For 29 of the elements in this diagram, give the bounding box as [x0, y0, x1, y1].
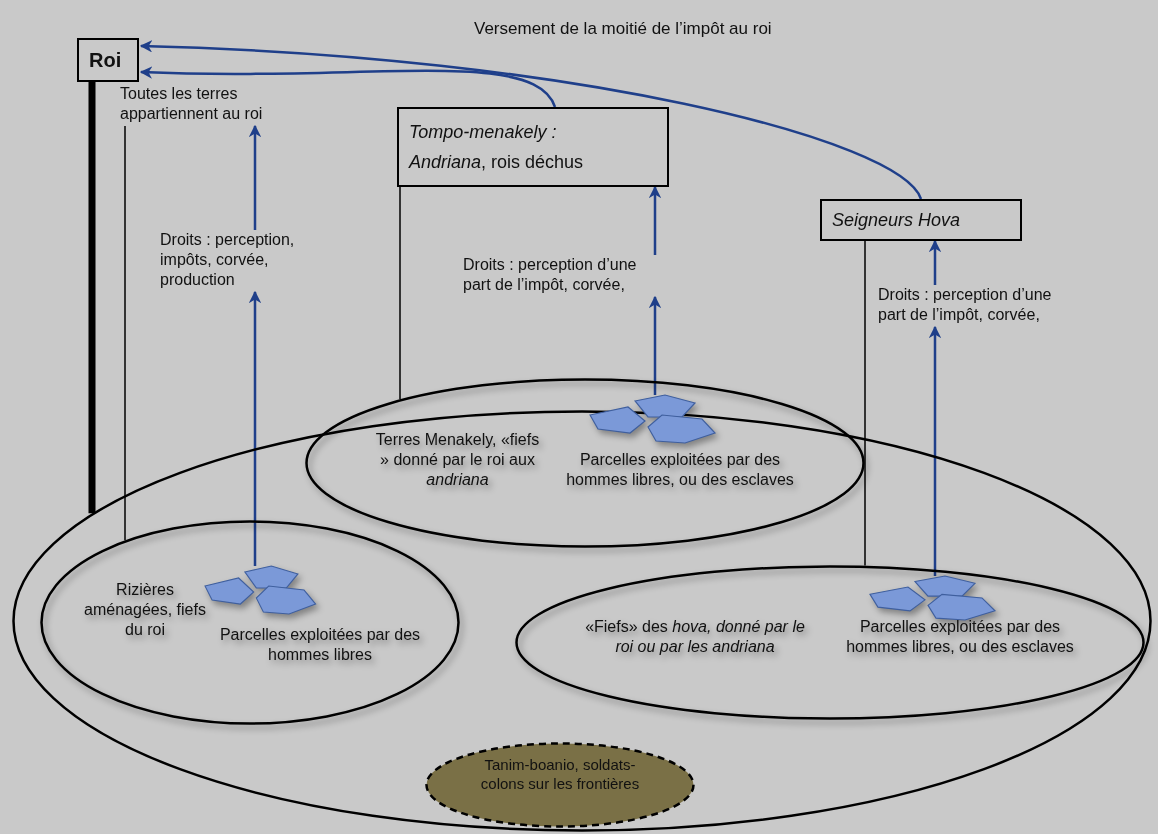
arrow	[248, 290, 262, 566]
domain-ellipse	[425, 742, 695, 828]
domain-ellipse	[40, 520, 460, 725]
ellipse-text: Parcelles exploitées par des hommes libres, ou des esclaves	[565, 450, 795, 490]
arrow	[248, 124, 262, 230]
rights-text: Droits : perception d’une part de l’impôt, corvée,	[463, 255, 668, 297]
rights-text: Droits : perception, impôts, corvée, production	[160, 230, 318, 292]
domain-ellipse	[305, 378, 865, 548]
arrow	[928, 239, 942, 285]
connector-line	[399, 186, 401, 400]
label-box: Seigneurs Hova	[820, 199, 1022, 241]
ellipse-text: Parcelles exploitées par des hommes libres	[218, 625, 422, 665]
arrow	[648, 185, 662, 255]
domain-ellipse	[515, 565, 1145, 720]
ellipse-text: Rizières aménagées, fiefs du roi	[83, 580, 207, 640]
connector-line	[124, 125, 126, 541]
arrow	[139, 40, 922, 200]
rights-text: Toutes les terres appartiennent au roi	[120, 84, 285, 126]
ellipse-text: Parcelles exploitées par des hommes libres, ou des esclaves	[845, 617, 1075, 657]
arrow	[139, 66, 557, 108]
rights-text: Droits : perception d’une part de l’impôt, corvée,	[878, 285, 1083, 327]
arrow	[928, 325, 942, 576]
ellipse-text: Terres Menakely, «fiefs » donné par le roi aux andriana	[374, 430, 541, 490]
kingdom-ellipse	[12, 410, 1152, 832]
connector-line	[864, 240, 866, 567]
ellipse-text: «Fiefs» des hova, donné par le roi ou par les andriana	[584, 617, 806, 657]
label-box: Tompo-menakely : Andriana, rois déchus	[397, 107, 669, 187]
label-box: Roi	[77, 38, 139, 82]
ellipse-text: Tanim-boanio, soldats-colons sur les frontières	[479, 755, 641, 793]
